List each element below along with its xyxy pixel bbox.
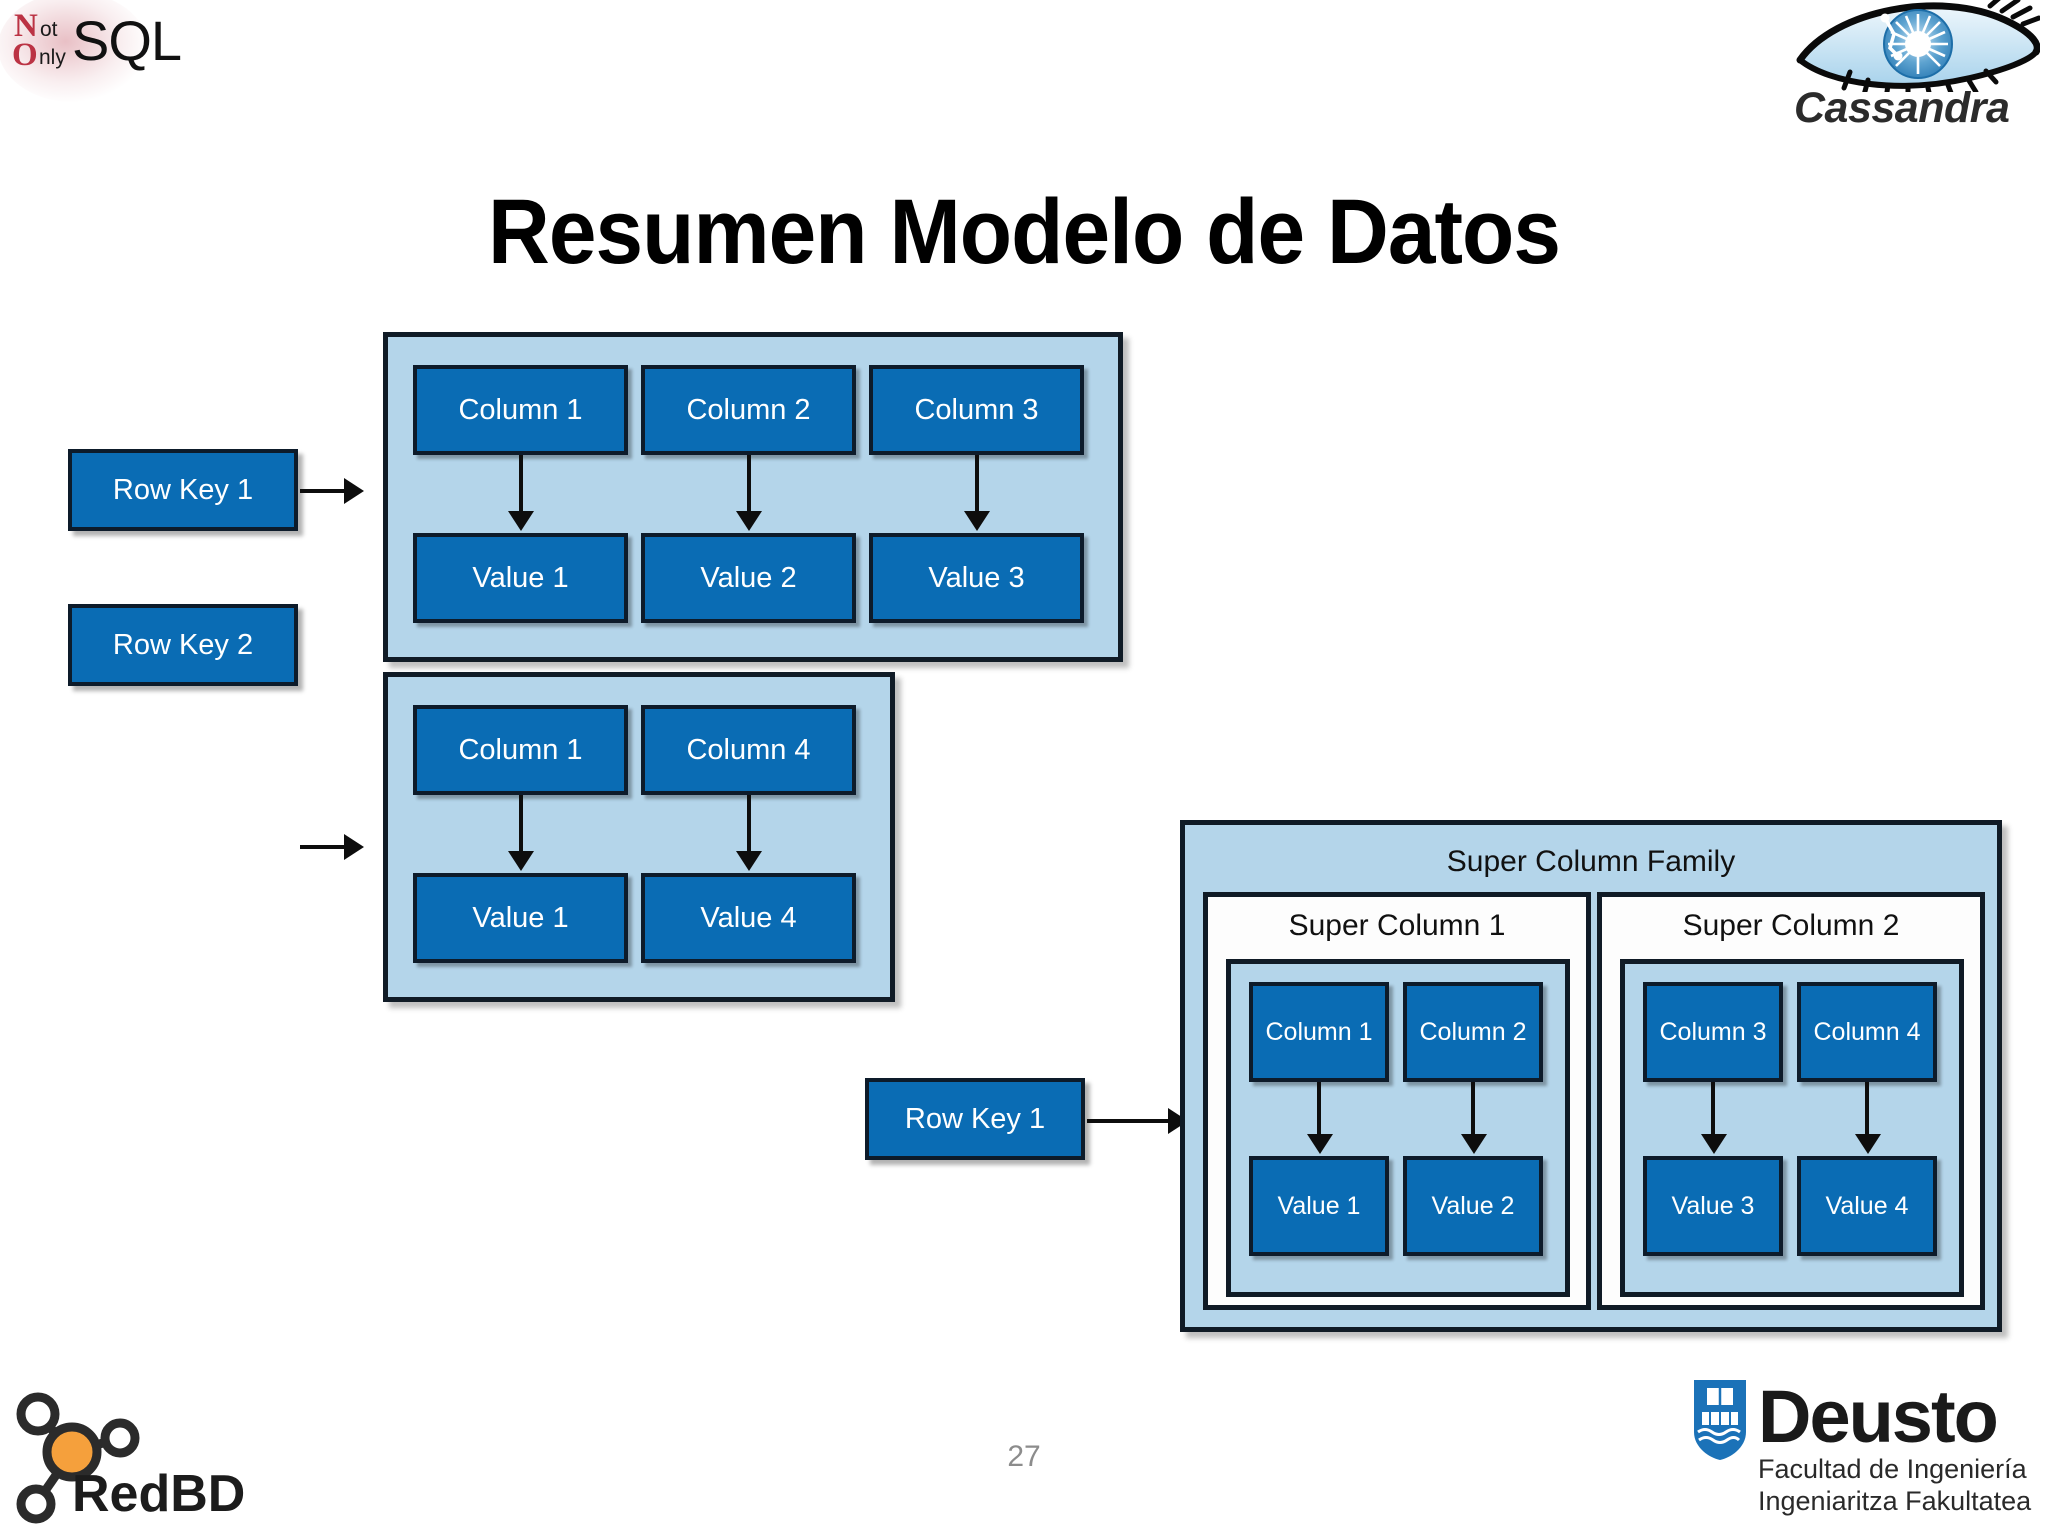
cf1-arrow-2-head: [964, 511, 990, 531]
cassandra-logo-label: Cassandra: [1794, 84, 2010, 132]
sc2-column-0: Column 3: [1643, 982, 1783, 1082]
super-column-1: Super Column 1 Column 1 Column 2 Value 1…: [1203, 892, 1591, 1310]
row-key-1-box: Row Key 1: [68, 449, 298, 531]
redbd-label: RedBD: [72, 1465, 246, 1523]
cassandra-eye-icon: [1790, 0, 2042, 104]
row-key-1-arrow-head: [344, 478, 364, 504]
super-column-family: Super Column Family Super Column 1 Colum…: [1180, 820, 2002, 1332]
cf1-value-2-label: Value 3: [928, 561, 1025, 594]
row-key-2-arrow-head: [344, 834, 364, 860]
super-row-key-box: Row Key 1: [865, 1078, 1085, 1160]
cf1-column-2: Column 3: [869, 365, 1084, 455]
nosql-logo-sql: SQL: [72, 9, 182, 72]
cf2-value-0: Value 1: [413, 873, 628, 963]
redbd-network-icon: [16, 1392, 140, 1524]
super-column-1-title: Super Column 1: [1288, 909, 1506, 942]
super-column-1-inner: Column 1 Column 2 Value 1 Value 2: [1226, 959, 1570, 1297]
cf1-column-0: Column 1: [413, 365, 628, 455]
page-number: 27: [1007, 1440, 1041, 1473]
sc2-column-0-label: Column 3: [1659, 1017, 1767, 1046]
nosql-logo-blob: [0, 0, 148, 102]
cf2-arrow-1-head: [736, 851, 762, 871]
super-column-2-inner: Column 3 Column 4 Value 3 Value 4: [1620, 959, 1964, 1297]
cf1-value-1-label: Value 2: [700, 561, 797, 594]
super-column-family-title: Super Column Family: [1446, 845, 1736, 878]
deusto-subtitle-eu: Ingeniaritza Fakultatea: [1758, 1486, 2032, 1516]
deusto-logo: Deusto Facultad de Ingeniería Ingeniarit…: [1690, 1375, 2040, 1528]
sc1-arrow-1-head: [1461, 1134, 1487, 1154]
sc1-column-0: Column 1: [1249, 982, 1389, 1082]
cf1-arrow-1-line: [747, 455, 751, 515]
cf1-column-1-label: Column 2: [686, 393, 811, 426]
super-row-key-arrow-line: [1087, 1119, 1172, 1123]
cf2-value-1-label: Value 4: [700, 901, 797, 934]
cf2-column-1: Column 4: [641, 705, 856, 795]
cf2-arrow-0-head: [508, 851, 534, 871]
sc1-arrow-0-line: [1317, 1082, 1321, 1138]
super-column-2: Super Column 2 Column 3 Column 4 Value 3…: [1597, 892, 1985, 1310]
cf2-arrow-1-line: [747, 795, 751, 855]
cf2-column-0-label: Column 1: [458, 733, 583, 766]
sc1-value-0-label: Value 1: [1277, 1191, 1361, 1220]
sc2-value-1: Value 4: [1797, 1156, 1937, 1256]
redbd-logo: RedBD: [10, 1386, 260, 1536]
row-key-1-label: Row Key 1: [112, 473, 254, 506]
row-key-1-arrow-line: [300, 489, 348, 493]
sc1-column-1: Column 2: [1403, 982, 1543, 1082]
cf1-column-0-label: Column 1: [458, 393, 583, 426]
sc2-arrow-1-head: [1855, 1134, 1881, 1154]
sc2-arrow-1-line: [1865, 1082, 1869, 1138]
cf1-arrow-1-head: [736, 511, 762, 531]
cf2-value-0-label: Value 1: [472, 901, 569, 934]
cf2-column-0: Column 1: [413, 705, 628, 795]
page-title: Resumen Modelo de Datos: [487, 180, 1561, 283]
cf1-arrow-0-head: [508, 511, 534, 531]
cf1-value-2: Value 3: [869, 533, 1084, 623]
sc1-column-0-label: Column 1: [1265, 1017, 1373, 1046]
deusto-wordmark: Deusto: [1758, 1375, 1999, 1458]
super-column-2-title: Super Column 2: [1682, 909, 1900, 942]
sc1-column-1-label: Column 2: [1419, 1017, 1527, 1046]
sc2-column-1: Column 4: [1797, 982, 1937, 1082]
cf2-value-1: Value 4: [641, 873, 856, 963]
cf2-column-1-label: Column 4: [686, 733, 811, 766]
sc2-arrow-0-head: [1701, 1134, 1727, 1154]
row-key-2-box: Row Key 2: [68, 604, 298, 686]
cf1-arrow-0-line: [519, 455, 523, 515]
sc1-arrow-0-head: [1307, 1134, 1333, 1154]
sc2-value-0: Value 3: [1643, 1156, 1783, 1256]
deusto-shield-icon: [1694, 1380, 1746, 1460]
column-family-1: Column 1 Column 2 Column 3 Value 1 Value…: [383, 332, 1123, 662]
cassandra-logo: Cassandra: [1748, 0, 2048, 140]
sc2-value-1-label: Value 4: [1825, 1191, 1909, 1220]
cf1-column-1: Column 2: [641, 365, 856, 455]
super-row-key-label: Row Key 1: [904, 1102, 1046, 1135]
column-family-2: Column 1 Column 4 Value 1 Value 4: [383, 672, 895, 1002]
sc1-arrow-1-line: [1471, 1082, 1475, 1138]
nosql-logo-o: O: [12, 37, 38, 73]
nosql-logo-ot: ot: [40, 18, 58, 41]
cf1-value-0-label: Value 1: [472, 561, 569, 594]
sc2-arrow-0-line: [1711, 1082, 1715, 1138]
cf1-value-1: Value 2: [641, 533, 856, 623]
nosql-logo-n: N: [14, 8, 38, 44]
nosql-logo: N ot O nly SQL: [0, 0, 208, 102]
cf2-arrow-0-line: [519, 795, 523, 855]
sc1-value-0: Value 1: [1249, 1156, 1389, 1256]
nosql-logo-nly: nly: [39, 46, 66, 69]
sc2-value-0-label: Value 3: [1671, 1191, 1755, 1220]
sc1-value-1-label: Value 2: [1431, 1191, 1515, 1220]
sc2-column-1-label: Column 4: [1813, 1017, 1921, 1046]
deusto-subtitle-es: Facultad de Ingeniería: [1758, 1454, 2027, 1484]
row-key-2-arrow-line: [300, 845, 348, 849]
cf1-value-0: Value 1: [413, 533, 628, 623]
cf1-arrow-2-line: [975, 455, 979, 515]
row-key-2-label: Row Key 2: [112, 628, 254, 661]
sc1-value-1: Value 2: [1403, 1156, 1543, 1256]
cf1-column-2-label: Column 3: [914, 393, 1039, 426]
